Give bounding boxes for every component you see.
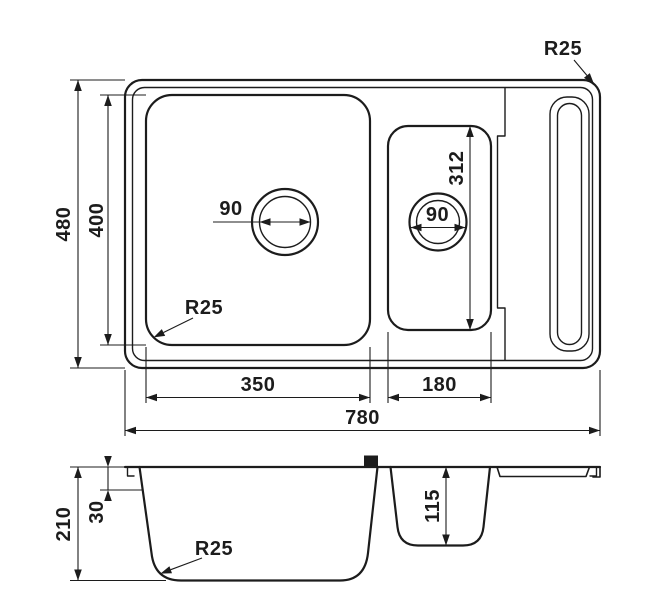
arrowhead xyxy=(299,218,311,226)
fixing-bracket xyxy=(364,455,378,467)
dim-label-bottom-radius: R25 xyxy=(195,538,233,560)
arrowhead xyxy=(442,534,450,546)
dim-main-drain: 90 xyxy=(213,198,311,226)
dim-label-main-bowl-height: 400 xyxy=(86,203,108,238)
drainboard-divider xyxy=(496,87,506,361)
arrowhead xyxy=(454,223,466,232)
half-bowl-profile xyxy=(389,465,492,547)
right-mounting-clip xyxy=(589,466,598,477)
dim-overall-depth: 210 xyxy=(53,466,166,582)
half-bowl xyxy=(386,124,493,332)
half-drain-outer xyxy=(408,192,468,252)
dim-main-bowl-height: 400 xyxy=(86,94,146,346)
arrowhead xyxy=(359,393,370,402)
dim-label-main-drain: 90 xyxy=(219,198,242,220)
dim-label-half-drain: 90 xyxy=(426,204,449,226)
callout-bowl-radius: R25 xyxy=(153,297,223,338)
arrowhead xyxy=(153,329,166,338)
arrowhead xyxy=(104,490,112,501)
left-mounting-clip xyxy=(126,466,135,477)
drainboard-ridge-inner xyxy=(556,102,583,346)
arrowhead xyxy=(589,426,600,435)
arrowhead xyxy=(388,393,399,402)
side-view: 210 30 115 R25 xyxy=(53,455,602,582)
arrowhead xyxy=(74,80,82,91)
arrowhead xyxy=(125,426,136,435)
arrowhead xyxy=(104,334,112,345)
arrowhead xyxy=(410,223,422,232)
dim-label-rim-height: 30 xyxy=(86,500,108,523)
dim-half-bowl-height: 312 xyxy=(446,126,474,330)
arrowhead xyxy=(160,566,172,574)
dim-label-main-bowl-width: 350 xyxy=(241,374,276,396)
dim-half-drain: 90 xyxy=(410,204,466,232)
leader-line xyxy=(573,59,588,76)
drainboard-profile xyxy=(496,466,591,478)
dim-label-half-bowl-depth: 115 xyxy=(422,489,444,523)
dim-half-bowl-depth: 115 xyxy=(422,467,450,546)
dim-label-outer-radius: R25 xyxy=(544,38,582,60)
dim-overall-height: 480 xyxy=(53,79,125,369)
dim-label-half-bowl-height: 312 xyxy=(446,151,468,186)
arrowhead xyxy=(583,73,594,84)
dim-half-bowl-width: 180 xyxy=(387,332,492,403)
dim-main-bowl-width: 350 xyxy=(145,347,371,403)
drainboard-ridge-outer xyxy=(549,96,590,352)
arrowhead xyxy=(259,218,271,226)
dim-overall-width: 780 xyxy=(124,370,601,436)
arrowhead xyxy=(74,357,82,368)
dim-label-overall-depth: 210 xyxy=(53,507,75,542)
callout-outer-radius: R25 xyxy=(544,38,594,84)
dim-label-half-bowl-width: 180 xyxy=(422,374,457,396)
dim-rim-height: 30 xyxy=(86,456,143,524)
dim-label-overall-width: 780 xyxy=(345,407,380,429)
arrowhead xyxy=(480,393,491,402)
arrowhead xyxy=(104,456,112,467)
arrowhead xyxy=(104,95,112,106)
callout-bottom-radius: R25 xyxy=(160,538,233,574)
dim-label-overall-height: 480 xyxy=(53,207,75,242)
arrowhead xyxy=(442,467,450,478)
arrowhead xyxy=(146,393,157,402)
main-bowl xyxy=(144,93,372,347)
right-edge-lip xyxy=(592,466,601,478)
half-drain-inner xyxy=(415,199,461,245)
main-bowl-profile xyxy=(138,465,379,582)
leader-line xyxy=(163,317,194,333)
arrowhead xyxy=(74,467,82,478)
top-view: 480 400 312 90 xyxy=(53,38,602,436)
arrowhead xyxy=(466,126,474,137)
arrowhead xyxy=(74,569,82,581)
leader-line xyxy=(170,557,203,571)
arrowhead xyxy=(466,319,474,330)
sink-outer-rim xyxy=(123,78,602,370)
dim-label-bowl-radius: R25 xyxy=(185,297,223,319)
sink-inner-rim xyxy=(131,86,594,362)
